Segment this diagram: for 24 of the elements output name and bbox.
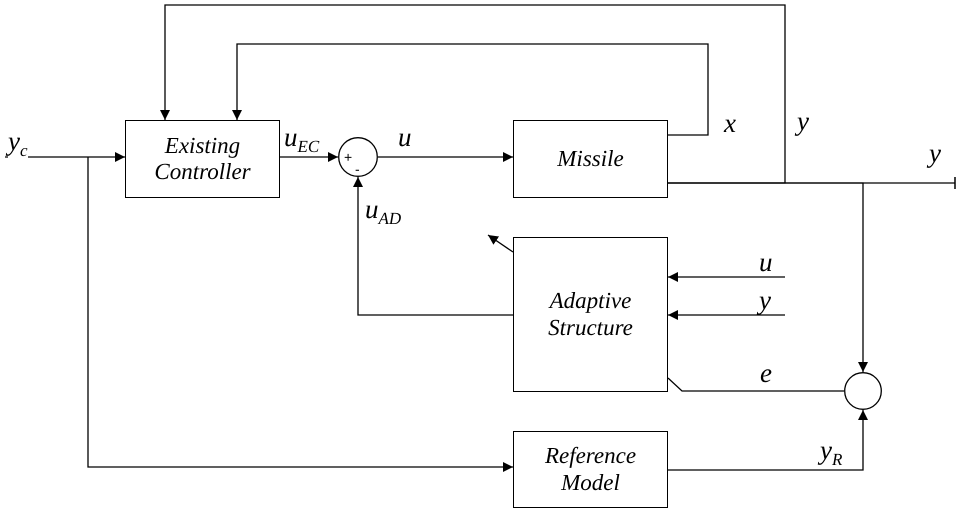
connector-line [668,410,868,471]
connector-line [160,4,786,184]
block-box [513,120,668,198]
block-label: Reference Model [544,443,638,496]
arrow [488,234,514,253]
connector-line [378,152,513,162]
sign-label: - [355,162,360,176]
block-box [513,237,668,392]
connector-line [280,152,338,162]
connector-line [353,177,513,316]
connector-line [87,157,513,472]
comparator-circle [844,372,882,410]
block-label: Missile [557,146,624,172]
block-label: Existing Controller [153,132,252,186]
sign-label: + [344,150,352,164]
block-box [513,431,668,508]
block-label: Adaptive Structure [547,288,634,341]
block-box [125,120,280,198]
connector-line [668,310,785,320]
connector-line [668,378,844,392]
summing-junction [338,137,378,177]
connector-line [668,182,868,372]
connector-line [232,43,709,136]
connector-line [668,272,785,282]
